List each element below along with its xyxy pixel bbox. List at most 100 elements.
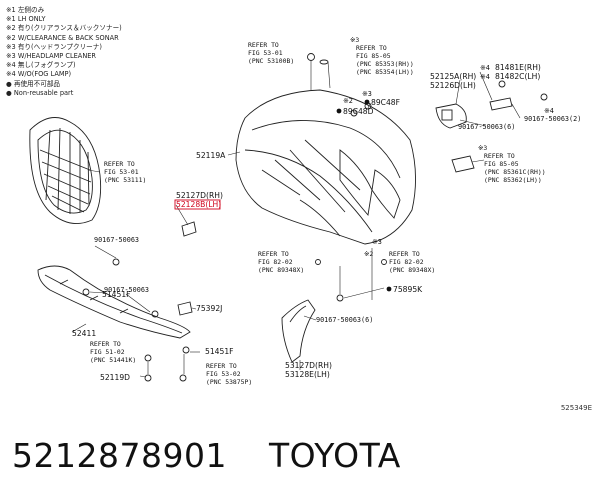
clip-icon: [381, 259, 387, 265]
part-53128e[interactable]: 53128E(LH): [285, 370, 330, 379]
part-75392j[interactable]: 75392J: [196, 304, 222, 313]
clip-icon: [540, 93, 548, 101]
ref-line: REFER TO: [90, 340, 121, 348]
part-labels: ※2 ※3 89C48F 89C48D 52125A(RH) 52126D(LH…: [72, 63, 581, 382]
non-reusable-dot-icon: [336, 108, 342, 114]
part-drawings: [29, 53, 548, 382]
parts-diagram: REFER TO FIG 53-01 (PNC 53100B) ※3 REFER…: [29, 36, 581, 386]
part-52126d[interactable]: 52126D(LH): [430, 81, 476, 90]
part-90167-2[interactable]: 90167-50063(2): [524, 115, 581, 123]
part-90167-mid[interactable]: 90167-50063: [104, 286, 149, 294]
ref-85361[interactable]: ※3 REFER TO FIG 85-05 (PNC 85361C(RH)) (…: [478, 144, 546, 184]
ref-mark: ※3: [350, 36, 359, 44]
part-90167-6-lower[interactable]: 90167-50063(6): [316, 316, 373, 324]
ref-line: (PNC 85362(LH)): [484, 176, 542, 184]
ref-line: FIG 53-02: [206, 370, 241, 378]
clip-icon: [82, 288, 90, 296]
ref-51441[interactable]: REFER TO FIG 51-02 (PNC 51441K): [90, 340, 136, 364]
ref-line: FIG 85-05: [356, 52, 391, 60]
fog-cover-drawing: [281, 299, 316, 363]
clip-icon: [144, 354, 152, 362]
ref-line: (PNC 89348X): [258, 266, 304, 274]
part-90167-left[interactable]: 90167-50063: [94, 236, 139, 244]
ref-line: FIG 53-01: [104, 168, 139, 176]
part-52127d[interactable]: 52127D(RH): [176, 191, 223, 200]
ref-89348-right[interactable]: ※2 REFER TO FIG 82-02 (PNC 89348X): [364, 250, 435, 274]
legend-line: ※4 無し(フォグランプ): [6, 61, 76, 70]
clip-icon: [350, 109, 358, 117]
mark-label: ※3: [372, 238, 382, 246]
legend: ※1 左側のみ ※1 LH ONLY ※2 有り(クリアランス＆バックソナー) …: [6, 6, 122, 98]
clip-icon: [315, 259, 321, 265]
ref-53875[interactable]: REFER TO FIG 53-02 (PNC 53875P): [206, 362, 252, 386]
ref-line: FIG 53-01: [248, 49, 283, 57]
ref-line: (PNC 51441K): [90, 356, 136, 364]
ref-mark: ※3: [478, 144, 487, 152]
part-52119a[interactable]: 52119A: [196, 151, 226, 160]
part-81481e[interactable]: 81481E(RH): [495, 63, 541, 72]
clip-icon: [336, 294, 344, 302]
ref-line: REFER TO: [356, 44, 387, 52]
ref-line: FIG 82-02: [258, 258, 293, 266]
bumper-cover-drawing: [235, 89, 417, 245]
ref-line: (PNC 85354(LH)): [356, 68, 414, 76]
ref-line: FIG 82-02: [389, 258, 424, 266]
hole-cover-drawing: [181, 221, 197, 237]
clip-icon: [307, 53, 315, 61]
part-75895k[interactable]: 75895K: [393, 285, 423, 294]
part-52128b-highlighted[interactable]: 52128B(LH): [176, 200, 221, 209]
ref-line: REFER TO: [484, 152, 515, 160]
legend-line: ※1 LH ONLY: [6, 15, 46, 24]
legend-line: ※3 有り(ヘッドランプクリーナ): [6, 42, 102, 51]
part-90167-6-upper[interactable]: 90167-50063(6): [458, 123, 515, 131]
clip-icon: [182, 346, 190, 354]
illustration-number: 525349E: [560, 404, 592, 412]
part-51451f-upper[interactable]: 51451F: [102, 290, 131, 299]
mark-label: ※4: [480, 64, 490, 72]
non-reusable-dot-icon: [364, 99, 370, 105]
ref-89348-left[interactable]: REFER TO FIG 82-02 (PNC 89348X): [258, 250, 304, 274]
part-51451f-lower[interactable]: 51451F: [205, 347, 234, 356]
ref-53111[interactable]: REFER TO FIG 53-01 (PNC 53111): [104, 160, 146, 184]
highlight-box: [174, 199, 221, 210]
grille-drawing: [29, 117, 102, 225]
ref-line: FIG 51-02: [90, 348, 125, 356]
ref-53100[interactable]: REFER TO FIG 53-01 (PNC 53100B): [248, 41, 294, 65]
clip-icon: [151, 310, 159, 318]
part-52125a[interactable]: 52125A(RH): [430, 72, 476, 81]
ref-line: FIG 85-05: [484, 160, 519, 168]
clip-icon: [179, 374, 187, 382]
ref-mark: ※2: [364, 250, 373, 258]
ref-line: (PNC 85353(RH)): [356, 60, 414, 68]
ref-line: (PNC 85361C(RH)): [484, 168, 546, 176]
ref-line: REFER TO: [206, 362, 237, 370]
legend-line: ※2 W/CLEARANCE & BACK SONAR: [6, 33, 119, 42]
brand-name: TOYOTA: [268, 436, 401, 475]
part-89c48f[interactable]: 89C48F: [371, 98, 400, 107]
clip-icon: [112, 258, 120, 266]
part-52119d[interactable]: 52119D: [100, 373, 130, 382]
legend-line: ● 再使用不可部品: [6, 79, 61, 88]
ref-line: (PNC 53875P): [206, 378, 252, 386]
ref-line: (PNC 89348X): [389, 266, 435, 274]
plug-icon: [319, 59, 329, 65]
part-53127d[interactable]: 53127D(RH): [285, 361, 332, 370]
ref-85353[interactable]: ※3 REFER TO FIG 85-05 (PNC 85353(RH)) (P…: [350, 36, 414, 76]
ref-line: REFER TO: [104, 160, 135, 168]
legend-line: ※3 W/HEADLAMP CLEANER: [6, 52, 97, 61]
ref-line: (PNC 53100B): [248, 57, 294, 65]
mark-label: ※4: [544, 107, 554, 115]
ref-line: (PNC 53111): [104, 176, 146, 184]
legend-line: ● Non-reusable part: [6, 88, 74, 97]
bracket-drawing: [177, 301, 193, 316]
lower-spoiler-drawing: [37, 265, 191, 339]
non-reusable-dot-icon: [386, 286, 392, 292]
part-52411[interactable]: 52411: [72, 329, 96, 338]
part-81482c[interactable]: 81482C(LH): [495, 72, 540, 81]
legend-line: ※2 有り(クリアランス＆バックソナー): [6, 24, 122, 33]
part-89c48d[interactable]: 89C48D: [343, 107, 374, 116]
clip-icon: [144, 374, 152, 382]
mark-label: ※2: [343, 97, 353, 105]
bracket-drawing: [451, 155, 475, 173]
